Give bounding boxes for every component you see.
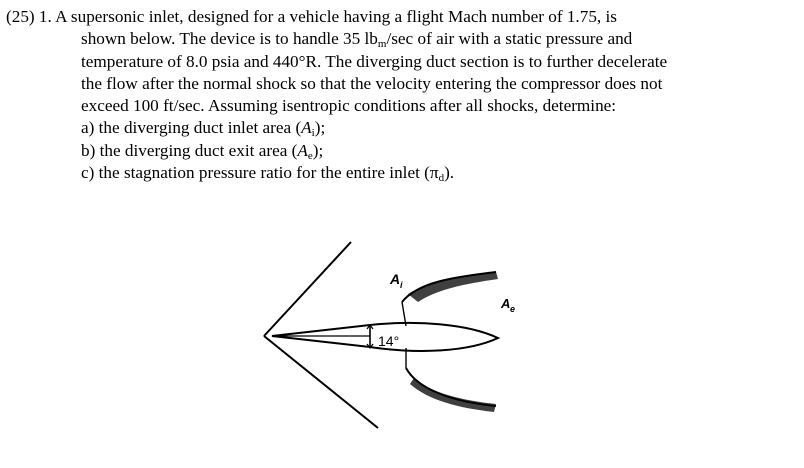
part-a-close: ); <box>314 118 326 138</box>
part-b: b) the diverging duct exit area (Ae); <box>6 140 796 162</box>
lower-cowl-hatch <box>410 378 496 412</box>
problem-line-2: shown below. The device is to handle 35 … <box>6 28 796 50</box>
problem-line-4: the flow after the normal shock so that … <box>81 73 663 93</box>
mass-unit-subscript: m <box>377 38 387 51</box>
problem-line-3: temperature of 8.0 psia and 440°R. The d… <box>81 51 668 71</box>
problem-statement: (25) 1. A supersonic inlet, designed for… <box>6 6 796 184</box>
part-b-symbol: A <box>297 140 308 160</box>
problem-line-2-rest: /sec of air with a static pressure and <box>386 29 633 49</box>
problem-line-1: (25) 1. A supersonic inlet, designed for… <box>6 7 617 26</box>
part-c-subscript: d <box>438 172 445 185</box>
part-c-close: ). <box>444 163 455 183</box>
upper-cowl-hatch <box>408 272 498 302</box>
part-a: a) the diverging duct inlet area (Ai); <box>6 117 796 139</box>
inlet-area-line <box>401 301 407 327</box>
part-b-subscript: e <box>307 149 313 162</box>
oblique-shock-lower <box>263 335 379 429</box>
part-a-symbol: A <box>301 118 312 138</box>
part-a-text: a) the diverging duct inlet area ( <box>81 118 302 138</box>
part-a-subscript: i <box>311 127 315 140</box>
angle-label: 14° <box>378 333 399 349</box>
exit-area-label: A <box>500 296 510 311</box>
upper-cowl <box>401 271 497 303</box>
part-b-text: b) the diverging duct exit area ( <box>81 140 298 160</box>
problem-line-2-text: shown below. The device is to handle 35 … <box>81 29 378 49</box>
angle-arrow-down <box>366 343 374 349</box>
part-c: c) the stagnation pressure ratio for the… <box>6 162 796 184</box>
oblique-shock-upper <box>263 241 352 337</box>
part-b-close: ); <box>312 140 324 160</box>
part-c-symbol: π <box>429 163 439 183</box>
inlet-area-label: A <box>389 271 400 287</box>
part-c-text: c) the stagnation pressure ratio for the… <box>81 163 430 183</box>
problem-line-5: exceed 100 ft/sec. Assuming isentropic c… <box>81 96 617 116</box>
angle-arrow-up <box>366 324 374 330</box>
exit-area-subscript: e <box>510 304 515 314</box>
inlet-diagram: 14° A i A e <box>263 241 515 429</box>
inlet-area-subscript: i <box>400 280 403 290</box>
